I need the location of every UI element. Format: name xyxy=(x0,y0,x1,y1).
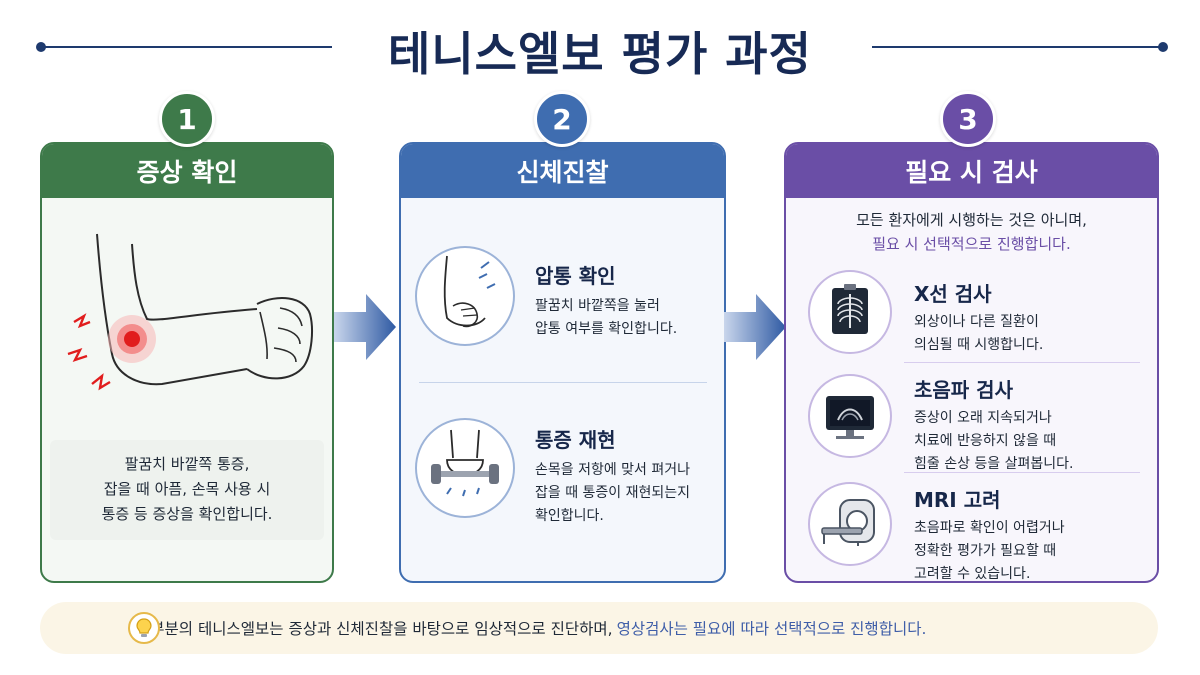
imaging-intro: 모든 환자에게 시행하는 것은 아니며, 필요 시 선택적으로 진행합니다. xyxy=(786,208,1157,256)
exam-line: 잡을 때 통증이 재현되는지 xyxy=(535,485,691,501)
imaging-intro-line-1: 모든 환자에게 시행하는 것은 아니며, xyxy=(856,211,1087,229)
imaging-line: 의심될 때 시행합니다. xyxy=(914,337,1044,353)
card-imaging: 필요 시 검사 모든 환자에게 시행하는 것은 아니며, 필요 시 선택적으로 … xyxy=(784,142,1159,583)
exam-line: 손목을 저항에 맞서 펴거나 xyxy=(535,462,691,478)
imaging-intro-line-2: 필요 시 선택적으로 진행합니다. xyxy=(872,235,1071,253)
card-physical-exam: 신체진찰 압통 확인 팔꿈치 바깥쪽을 눌러 압통 여부를 확인합니다. 통증 … xyxy=(399,142,726,583)
imaging-line: 고려할 수 있습니다. xyxy=(914,566,1031,582)
palpation-icon xyxy=(415,246,515,346)
exam-item-title: 압통 확인 xyxy=(535,264,616,288)
title-line-right xyxy=(872,46,1162,48)
symptom-line-1: 팔꿈치 바깥쪽 통증, xyxy=(124,455,250,473)
card-header-symptom: 증상 확인 xyxy=(42,144,332,198)
title-dot-left xyxy=(36,42,46,52)
symptom-line-3: 통증 등 증상을 확인합니다. xyxy=(101,505,273,523)
exam-line: 확인합니다. xyxy=(535,508,604,524)
divider xyxy=(904,472,1140,473)
card-symptom-check: 증상 확인 팔꿈치 바깥쪽 통증, 잡을 때 아픔, 손목 사용 시 통증 등 … xyxy=(40,142,334,583)
wrist-resistance-icon xyxy=(415,418,515,518)
lightbulb-icon xyxy=(128,612,160,644)
bottom-highlight: 영상검사는 필요에 따라 선택적으로 진행합니다. xyxy=(616,620,927,638)
title-row: 테니스엘보 평가 과정 xyxy=(0,14,1200,81)
exam-item-tenderness: 압통 확인 팔꿈치 바깥쪽을 눌러 압통 여부를 확인합니다. xyxy=(401,260,724,341)
elbow-pain-icon xyxy=(67,233,313,391)
imaging-item-text: 증상이 오래 지속되거나 치료에 반응하지 않을 때 힘줄 손상 등을 살펴봅니… xyxy=(914,407,1157,476)
xray-icon xyxy=(808,270,892,354)
imaging-item-ultrasound: 초음파 검사 증상이 오래 지속되거나 치료에 반응하지 않을 때 힘줄 손상 … xyxy=(786,374,1157,476)
mri-icon xyxy=(808,482,892,566)
imaging-line: 정확한 평가가 필요할 때 xyxy=(914,543,1057,559)
symptom-description: 팔꿈치 바깥쪽 통증, 잡을 때 아픔, 손목 사용 시 통증 등 증상을 확인… xyxy=(50,440,324,540)
exam-line: 압통 여부를 확인합니다. xyxy=(535,321,678,337)
imaging-item-text: 외상이나 다른 질환이 의심될 때 시행합니다. xyxy=(914,311,1157,357)
step-badge-3: 3 xyxy=(940,91,996,147)
imaging-line: 치료에 반응하지 않을 때 xyxy=(914,433,1057,449)
step-badge-2: 2 xyxy=(534,91,590,147)
ultrasound-icon xyxy=(808,374,892,458)
imaging-line: 증상이 오래 지속되거나 xyxy=(914,410,1052,426)
title-dot-right xyxy=(1158,42,1168,52)
arrow-right-icon-1 xyxy=(334,294,396,360)
exam-item-text: 팔꿈치 바깥쪽을 눌러 압통 여부를 확인합니다. xyxy=(535,295,724,341)
title-line-left xyxy=(42,46,332,48)
arrow-right-icon-2 xyxy=(724,294,786,360)
page-title: 테니스엘보 평가 과정 xyxy=(388,27,812,81)
exam-item-text: 손목을 저항에 맞서 펴거나 잡을 때 통증이 재현되는지 확인합니다. xyxy=(535,459,724,528)
exam-item-title: 통증 재현 xyxy=(535,428,616,452)
bottom-text: 대부분의 테니스엘보는 증상과 신체진찰을 바탕으로 임상적으로 진단하며, xyxy=(136,620,613,638)
imaging-item-text: 초음파로 확인이 어렵거나 정확한 평가가 필요할 때 고려할 수 있습니다. xyxy=(914,517,1157,582)
bottom-summary: 대부분의 테니스엘보는 증상과 신체진찰을 바탕으로 임상적으로 진단하며, 영… xyxy=(40,602,1158,654)
imaging-item-title: MRI 고려 xyxy=(914,488,1001,512)
divider xyxy=(904,362,1140,363)
symptom-line-2: 잡을 때 아픔, 손목 사용 시 xyxy=(103,480,271,498)
imaging-item-mri: MRI 고려 초음파로 확인이 어렵거나 정확한 평가가 필요할 때 고려할 수… xyxy=(786,484,1157,582)
imaging-line: 초음파로 확인이 어렵거나 xyxy=(914,520,1065,536)
exam-item-pain-reproduction: 통증 재현 손목을 저항에 맞서 펴거나 잡을 때 통증이 재현되는지 확인합니… xyxy=(401,424,724,528)
imaging-item-title: X선 검사 xyxy=(914,282,992,306)
exam-line: 팔꿈치 바깥쪽을 눌러 xyxy=(535,298,660,314)
step-badge-1: 1 xyxy=(159,91,215,147)
imaging-item-xray: X선 검사 외상이나 다른 질환이 의심될 때 시행합니다. xyxy=(786,278,1157,357)
imaging-line: 힘줄 손상 등을 살펴봅니다. xyxy=(914,456,1074,472)
imaging-item-title: 초음파 검사 xyxy=(914,378,1013,402)
divider xyxy=(419,382,707,383)
card-header-exam: 신체진찰 xyxy=(401,144,724,198)
card-header-imaging: 필요 시 검사 xyxy=(786,144,1157,198)
imaging-line: 외상이나 다른 질환이 xyxy=(914,314,1039,330)
